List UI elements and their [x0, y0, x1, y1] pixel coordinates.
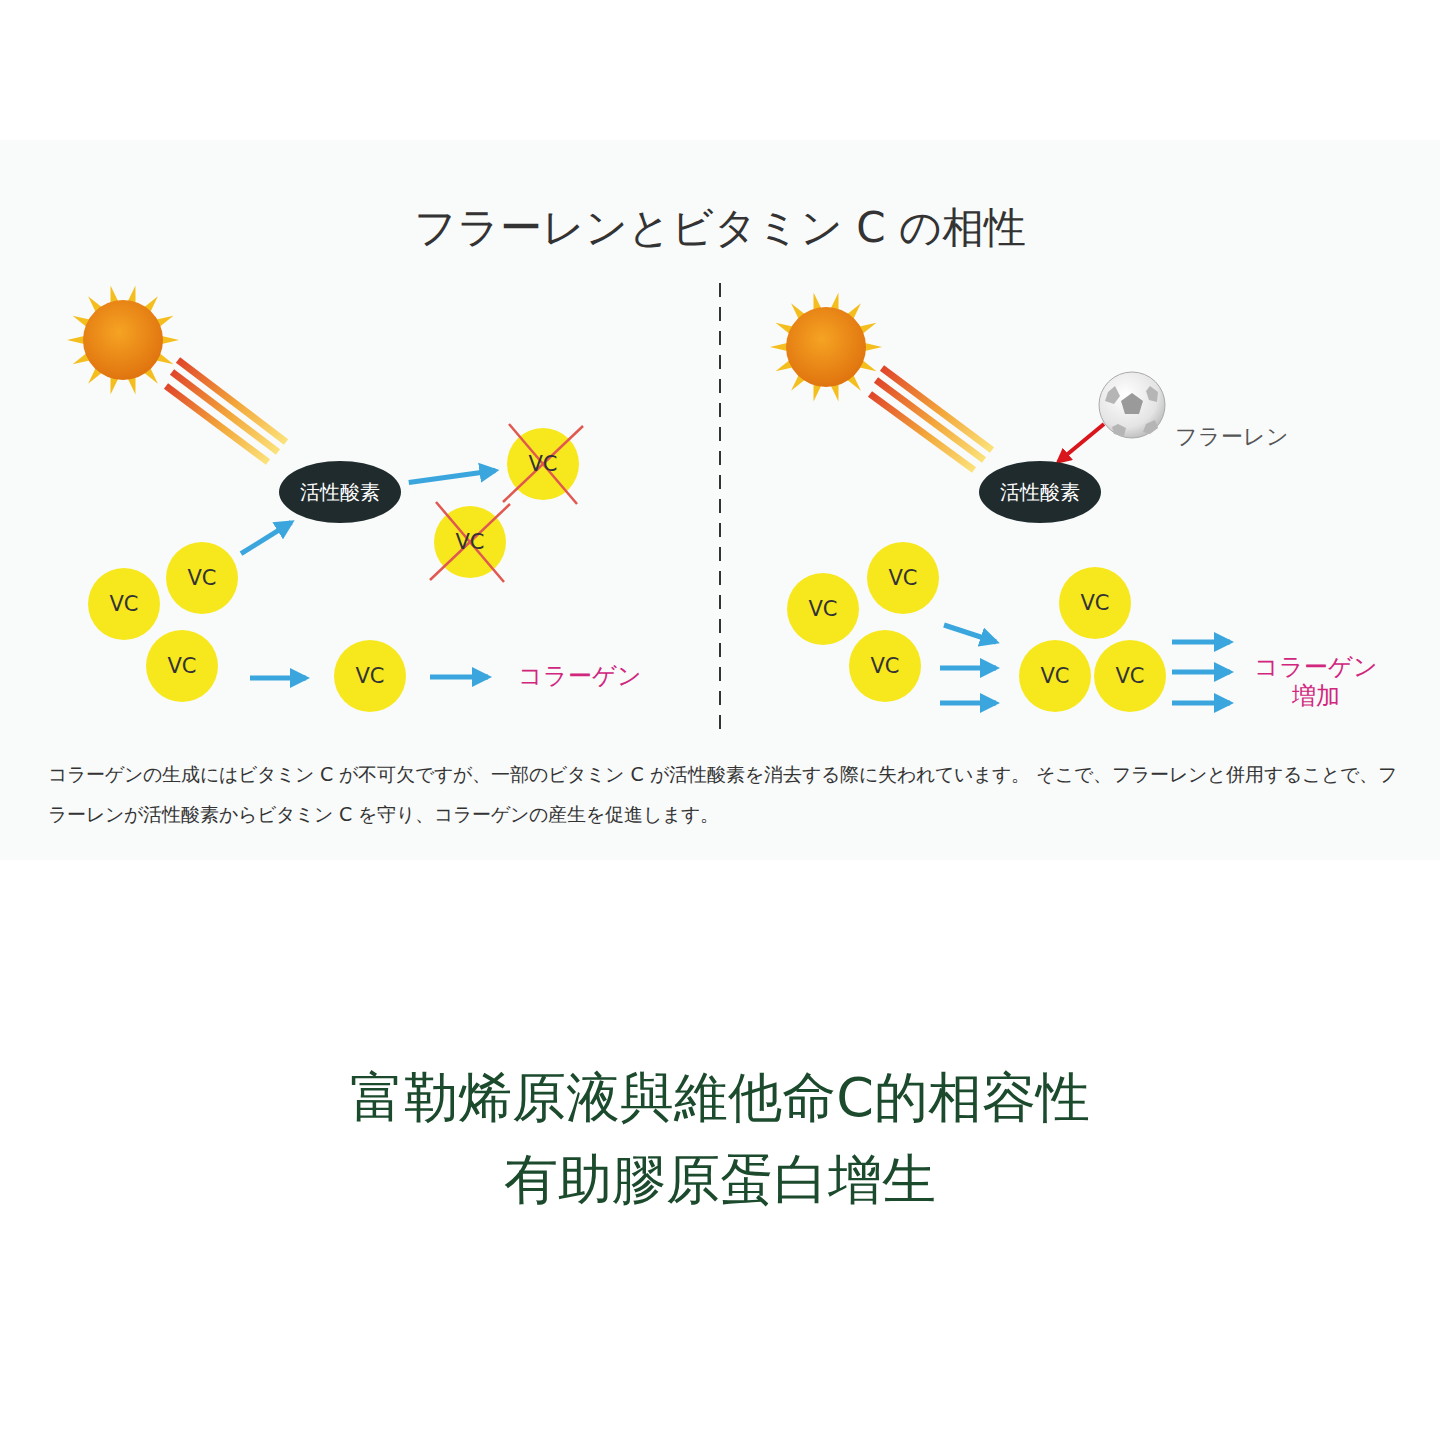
- node-label: VC: [528, 452, 557, 476]
- flow-arrow: [940, 701, 996, 706]
- flow-arrow: [430, 675, 488, 680]
- vitamin-c-circle: VC: [1094, 640, 1166, 712]
- vitamin-c-circle: VC: [507, 428, 579, 500]
- node-label: 活性酸素: [300, 479, 380, 506]
- vitamin-c-circle: VC: [334, 640, 406, 712]
- node-label: VC: [109, 592, 138, 616]
- caption: コラーゲンの生成にはビタミン C が不可欠ですが、一部のビタミン C が活性酸素…: [48, 754, 1398, 834]
- flow-arrow: [250, 676, 306, 681]
- vitamin-c-circle: VC: [88, 568, 160, 640]
- divider-line: [719, 283, 721, 735]
- vitamin-c-circle: VC: [1059, 567, 1131, 639]
- vitamin-c-circle: VC: [787, 573, 859, 645]
- sun-disc: [83, 300, 163, 380]
- flow-arrow: [241, 522, 291, 553]
- cross-line: [430, 504, 510, 580]
- vitamin-c-circle: VC: [166, 542, 238, 614]
- vitamin-c-circle: VC: [146, 630, 218, 702]
- cross-line: [509, 424, 577, 504]
- sun: [770, 292, 882, 401]
- flow-arrow: [940, 666, 996, 671]
- collagen-increase-label: コラーゲン 増加: [1252, 653, 1380, 711]
- cross-line: [503, 426, 583, 502]
- flow-arrow: [1172, 701, 1230, 706]
- cross-line: [436, 502, 504, 582]
- fullerene-label: フラーレン: [1175, 424, 1289, 450]
- fullerene-arrow: [1058, 424, 1104, 462]
- node-label: VC: [870, 654, 899, 678]
- vitamin-c-circle: VC: [434, 506, 506, 578]
- title: フラーレンとビタミン C の相性: [0, 200, 1440, 256]
- node-label: VC: [808, 597, 837, 621]
- collagen-label: コラーゲン: [518, 662, 642, 691]
- sun-disc: [786, 307, 866, 387]
- flow-arrow: [409, 471, 496, 483]
- node-label: VC: [355, 664, 384, 688]
- fullerene-ball: [1099, 372, 1165, 438]
- node-label: VC: [1040, 664, 1069, 688]
- node-label: 活性酸素: [1000, 479, 1080, 506]
- light-rays: [166, 360, 992, 470]
- diagram-band: [0, 140, 1440, 860]
- node-label: VC: [888, 566, 917, 590]
- oxygen-ellipse: 活性酸素: [979, 461, 1101, 523]
- node-label: VC: [455, 530, 484, 554]
- vitamin-c-circle: VC: [1019, 640, 1091, 712]
- flow-arrow: [1172, 640, 1230, 645]
- node-label: VC: [167, 654, 196, 678]
- node-label: VC: [1115, 664, 1144, 688]
- chinese-heading: 富勒烯原液與維他命C的相容性 有助膠原蛋白增生: [320, 1057, 1120, 1221]
- sun: [67, 285, 179, 394]
- vitamin-c-circle: VC: [849, 630, 921, 702]
- oxygen-ellipse: 活性酸素: [279, 461, 401, 523]
- node-label: VC: [1080, 591, 1109, 615]
- flow-arrow: [944, 625, 996, 642]
- node-label: VC: [187, 566, 216, 590]
- vitamin-c-circle: VC: [867, 542, 939, 614]
- flow-arrow: [1172, 670, 1230, 675]
